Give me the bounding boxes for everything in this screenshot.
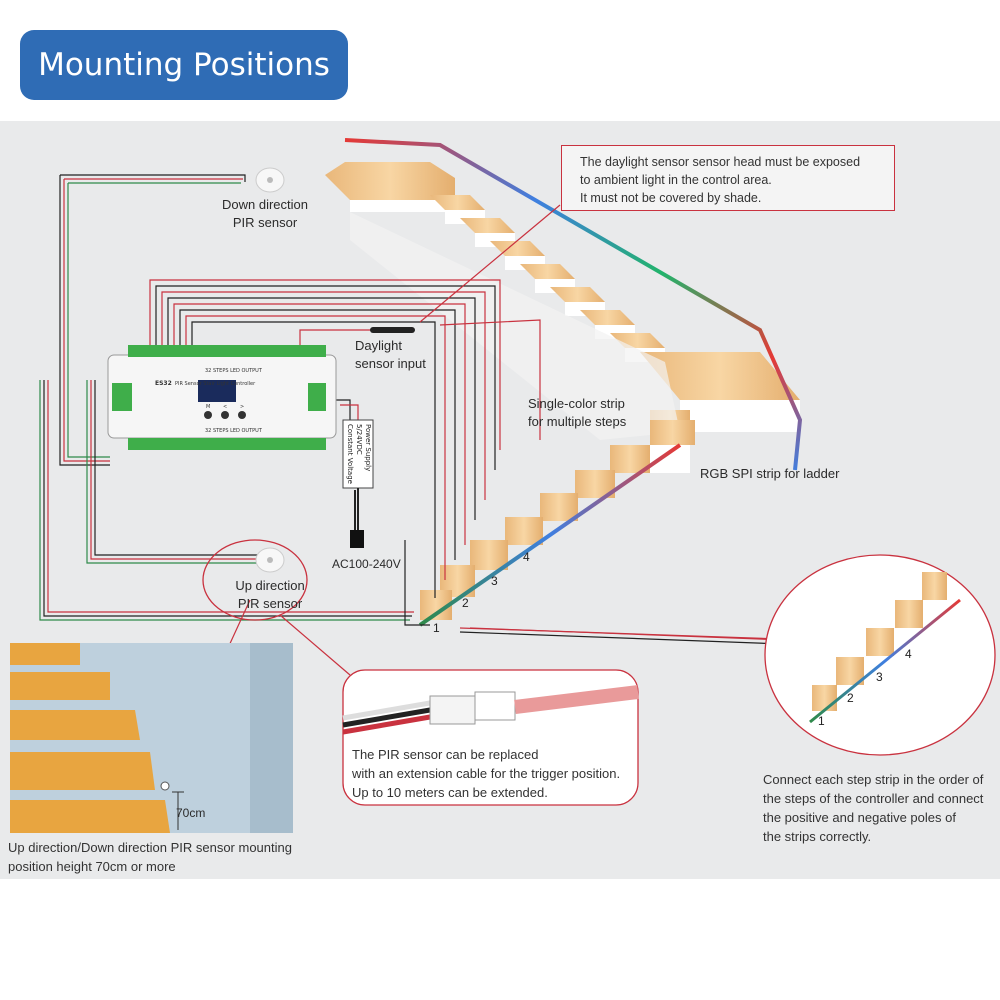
controller-top-label: 32 STEPS LED OUTPUT [205,368,262,374]
down-pir-label: Down direction PIR sensor [222,197,308,230]
daylight-label: Daylight sensor input [355,338,426,371]
height-label: 70cm [176,806,206,820]
ac-voltage-label: AC100-240V [332,557,401,571]
inset-step-number-2: 2 [847,691,854,705]
inset-stairs [764,554,996,756]
inset-step-number-4: 4 [905,647,912,661]
psu-line-2: 5/24VDC [355,424,363,455]
rgb-spi-label: RGB SPI strip for ladder [700,466,840,481]
mounting-inset [10,643,293,833]
pir-cable-note: The PIR sensor can be replaced with an e… [352,747,621,800]
step-number-3: 3 [491,574,498,588]
up-pir-highlight [202,539,308,621]
button-next: > [240,404,245,410]
page-title: Mounting Positions [20,30,348,100]
controller-unit [107,345,337,450]
single-color-label: Single-color strip for multiple steps [528,396,627,429]
controller-bottom-label: 32 STEPS LED OUTPUT [205,428,262,434]
connect-note: Connect each step strip in the order of … [763,772,984,844]
down-pir-sensor [255,167,285,193]
button-mode: M [206,404,211,410]
wiring-lines [39,174,811,646]
controller-model: ES32 [155,380,172,387]
psu-line-3: Constant Voltage [346,424,354,484]
up-pir-sensor [255,547,285,573]
cable-callout [342,669,639,806]
controller-name: PIR Sensor Stair Light Controller [175,381,256,387]
power-supply [342,419,374,548]
lower-stair-flight [418,420,695,627]
inset-step-number-3: 3 [876,670,883,684]
step-number-1: 1 [433,621,440,635]
button-prev: < [223,404,228,410]
upper-stair-flight [325,162,800,440]
psu-line-1: Power Supply [364,424,372,472]
daylight-note: The daylight sensor sensor head must be … [580,155,861,205]
up-pir-label: Up direction PIR sensor [235,578,305,611]
step-number-4: 4 [523,550,530,564]
step-labels: 1 2 3 4 1 2 3 4 [433,550,912,728]
daylight-sensor-probe [370,327,415,333]
step-number-2: 2 [462,596,469,610]
rgb-strip-line [344,138,803,471]
mounting-note: Up direction/Down direction PIR sensor m… [8,840,292,874]
daylight-note-box [561,145,895,211]
inset-step-number-1: 1 [818,714,825,728]
